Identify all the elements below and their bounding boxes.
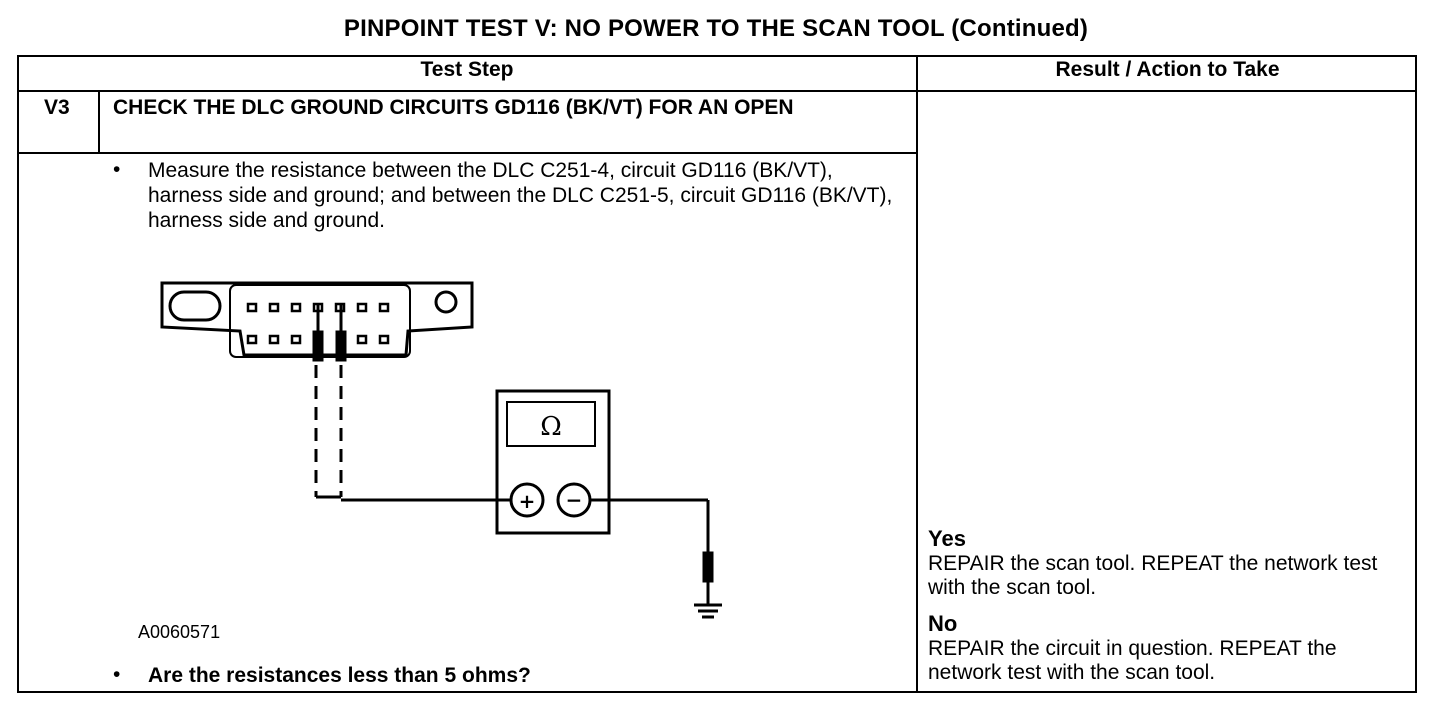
- pinpoint-test-table: [17, 55, 1417, 693]
- step-title: CHECK THE DLC GROUND CIRCUITS GD116 (BK/…: [113, 96, 794, 119]
- result-yes-action: REPAIR the scan tool. REPEAT the network…: [928, 552, 1378, 599]
- result-yes-label: Yes: [928, 526, 966, 551]
- step-instruction: Measure the resistance between the DLC C…: [148, 159, 893, 232]
- bullet-icon: •: [113, 663, 121, 686]
- step-question: Are the resistances less than 5 ohms?: [148, 664, 531, 687]
- result-no-action: REPAIR the circuit in question. REPEAT t…: [928, 637, 1337, 684]
- result-no: No REPAIR the circuit in question. REPEA…: [928, 611, 1398, 685]
- header-result-action: Result / Action to Take: [1055, 58, 1280, 81]
- dlc-resistance-diagram: Ω + −: [160, 281, 722, 619]
- page-title: PINPOINT TEST V: NO POWER TO THE SCAN TO…: [343, 15, 1089, 42]
- bullet-icon: •: [113, 158, 121, 181]
- ohm-symbol: Ω: [540, 412, 562, 442]
- step-id: V3: [44, 96, 70, 119]
- ground-symbol-icon: [694, 551, 722, 619]
- figure-id: A0060571: [138, 622, 221, 642]
- step-title-divider: [17, 152, 917, 154]
- ohmmeter-icon: [495, 389, 611, 535]
- plus-terminal-label: +: [519, 489, 536, 513]
- step-id-divider: [98, 90, 100, 153]
- header-divider: [17, 90, 1417, 92]
- minus-terminal-label: −: [566, 488, 583, 512]
- result-yes: Yes REPAIR the scan tool. REPEAT the net…: [928, 526, 1398, 600]
- column-divider: [916, 55, 918, 693]
- header-test-step: Test Step: [420, 58, 514, 81]
- result-no-label: No: [928, 611, 958, 636]
